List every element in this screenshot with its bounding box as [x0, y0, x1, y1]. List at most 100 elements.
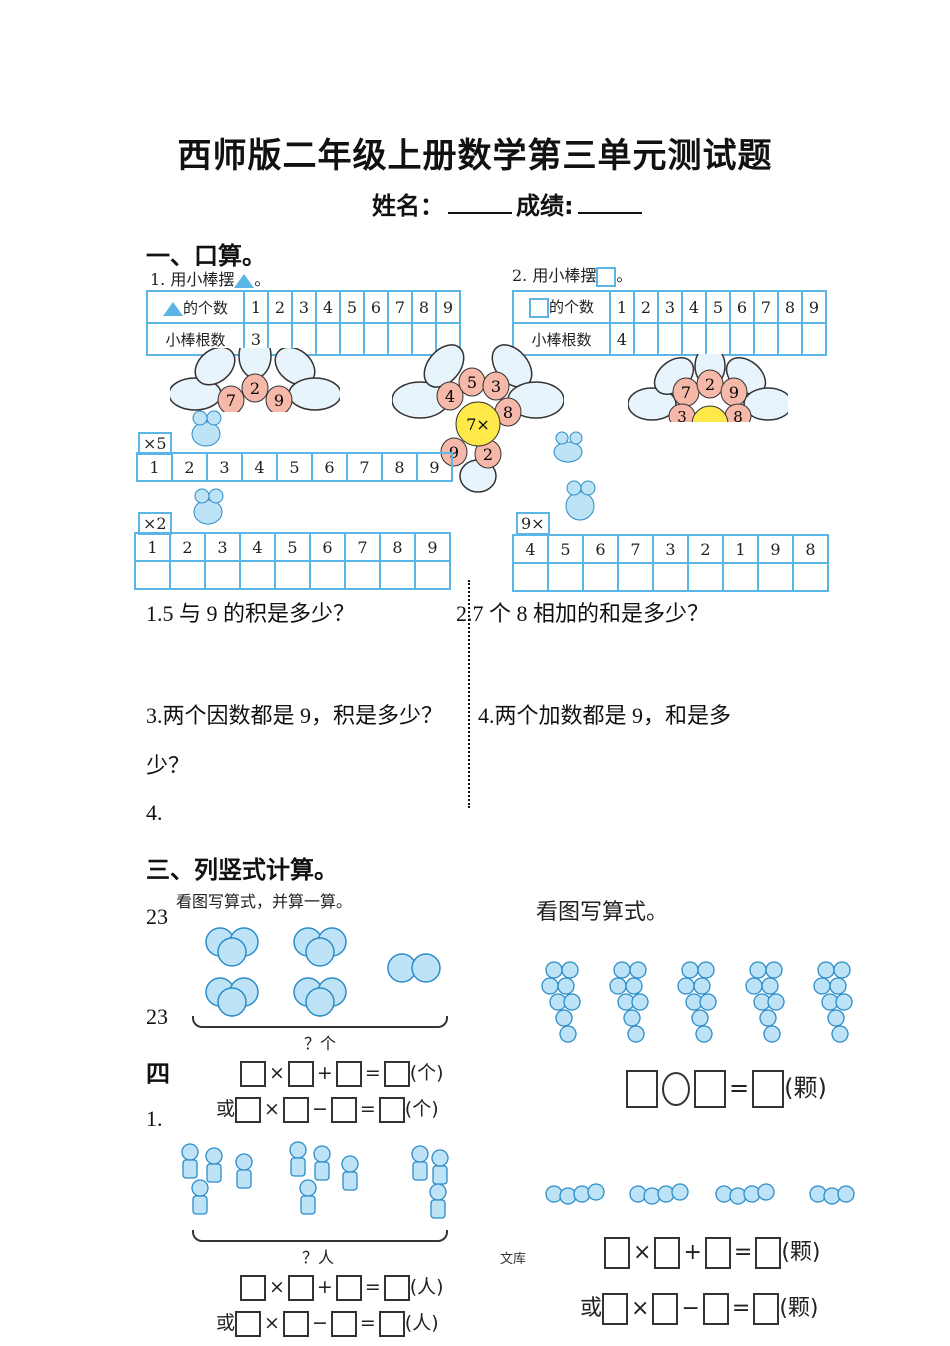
- answer-cell[interactable]: [681, 322, 707, 356]
- answer-cell[interactable]: [801, 322, 827, 356]
- petal-number: 9: [449, 443, 459, 462]
- answer-cell[interactable]: [274, 560, 311, 590]
- answer-box[interactable]: [335, 1274, 362, 1301]
- answer-box[interactable]: [604, 1237, 630, 1269]
- answer-cell[interactable]: [344, 560, 381, 590]
- brace: [192, 1016, 448, 1028]
- petal-number: 7: [226, 391, 236, 410]
- cell: 7: [387, 290, 413, 324]
- cell: 7: [753, 290, 779, 324]
- petal-number: 5: [467, 373, 477, 392]
- cell: 5: [276, 452, 313, 482]
- mult-table-9x: 4 5 6 7 3 2 1 9 8: [512, 534, 829, 592]
- answer-cell[interactable]: [722, 562, 759, 592]
- answer-box[interactable]: [602, 1293, 629, 1325]
- operator-circle[interactable]: [662, 1072, 690, 1106]
- answer-cell[interactable]: [729, 322, 755, 356]
- head1-text: 的个数: [548, 298, 594, 316]
- answer-cell[interactable]: [617, 562, 654, 592]
- unit-label: (人): [404, 1312, 439, 1334]
- cell: 1: [134, 532, 171, 562]
- answer-cell[interactable]: [204, 560, 241, 590]
- answer-cell[interactable]: [239, 560, 276, 590]
- answer-cell[interactable]: [315, 322, 341, 356]
- answer-box[interactable]: [383, 1274, 410, 1301]
- answer-cell[interactable]: [657, 322, 683, 356]
- answer-cell[interactable]: [652, 562, 689, 592]
- cell: 3: [204, 532, 241, 562]
- cell: 3: [206, 452, 243, 482]
- cell: 3: [652, 534, 689, 564]
- score-blank[interactable]: [577, 190, 642, 214]
- answer-box[interactable]: [702, 1293, 729, 1325]
- square-table-head1: 的个数: [512, 290, 611, 324]
- answer-box[interactable]: [626, 1070, 658, 1108]
- answer-cell[interactable]: [414, 560, 451, 590]
- answer-cell[interactable]: [512, 562, 549, 592]
- answer-box[interactable]: [240, 1274, 266, 1301]
- answer-cell[interactable]: [339, 322, 365, 356]
- answer-box[interactable]: [287, 1274, 314, 1301]
- score-label: 成绩:: [516, 192, 574, 220]
- answer-box[interactable]: [755, 1237, 782, 1269]
- answer-cell[interactable]: [379, 560, 416, 590]
- answer-box[interactable]: [652, 1293, 679, 1325]
- answer-box[interactable]: [752, 1070, 785, 1108]
- pic2-formula: =(颗): [626, 1068, 827, 1108]
- answer-cell[interactable]: [687, 562, 724, 592]
- answer-cell[interactable]: [309, 560, 346, 590]
- answer-cell[interactable]: [387, 322, 413, 356]
- answer-cell[interactable]: [792, 562, 829, 592]
- answer-cell[interactable]: [411, 322, 437, 356]
- answer-cell[interactable]: [753, 322, 779, 356]
- petal-number: 9: [274, 391, 284, 410]
- answer-cell[interactable]: [633, 322, 659, 356]
- answer-box[interactable]: [378, 1310, 405, 1337]
- answer-cell[interactable]: [134, 560, 171, 590]
- answer-box[interactable]: [287, 1060, 314, 1087]
- answer-box[interactable]: [235, 1310, 262, 1337]
- answer-cell[interactable]: [705, 322, 731, 356]
- answer-cell[interactable]: [547, 562, 584, 592]
- answer-box[interactable]: [654, 1237, 681, 1269]
- answer-box[interactable]: [330, 1310, 357, 1337]
- answer-box[interactable]: [704, 1237, 731, 1269]
- pic1-formula-2: 或×−=(个): [216, 1094, 439, 1123]
- answer-box[interactable]: [235, 1096, 262, 1123]
- dotted-divider: [468, 580, 470, 808]
- cell: 6: [311, 452, 348, 482]
- cell: 2: [171, 452, 208, 482]
- cell: 3: [657, 290, 683, 324]
- cell: 9: [414, 532, 451, 562]
- or-label: 或: [580, 1296, 603, 1321]
- answer-cell[interactable]: [777, 322, 803, 356]
- answer-box[interactable]: [282, 1096, 309, 1123]
- page-title: 西师版二年级上册数学第三单元测试题: [177, 136, 773, 176]
- answer-box[interactable]: [335, 1060, 362, 1087]
- answer-box[interactable]: [378, 1096, 405, 1123]
- cell: 9: [435, 290, 461, 324]
- answer-cell[interactable]: [363, 322, 389, 356]
- flower-center: 7×: [466, 415, 490, 434]
- answer-box[interactable]: [694, 1070, 726, 1108]
- cell: 1: [609, 290, 635, 324]
- answer-cell[interactable]: [582, 562, 619, 592]
- answer-box[interactable]: [240, 1060, 266, 1087]
- pic1-brace-label: ？个: [304, 1034, 337, 1053]
- name-blank[interactable]: [448, 190, 512, 214]
- cell: 6: [729, 290, 755, 324]
- unit-label: (颗): [779, 1296, 819, 1321]
- answer-cell[interactable]: [169, 560, 206, 590]
- answer-box[interactable]: [753, 1293, 780, 1325]
- answer-box[interactable]: [282, 1310, 309, 1337]
- answer-box[interactable]: [383, 1060, 410, 1087]
- name-score-line: 姓名：成绩:: [372, 186, 646, 221]
- square-table-head2: 小棒根数: [512, 322, 611, 356]
- s1-q1-label: 1. 用小棒摆。: [150, 266, 270, 290]
- answer-box[interactable]: [330, 1096, 357, 1123]
- unit-label: (个): [404, 1098, 439, 1120]
- cell: 2: [687, 534, 724, 564]
- petal-number: 2: [705, 375, 715, 394]
- pic3-formula-2: 或×−=(人): [216, 1308, 439, 1337]
- answer-cell[interactable]: [757, 562, 794, 592]
